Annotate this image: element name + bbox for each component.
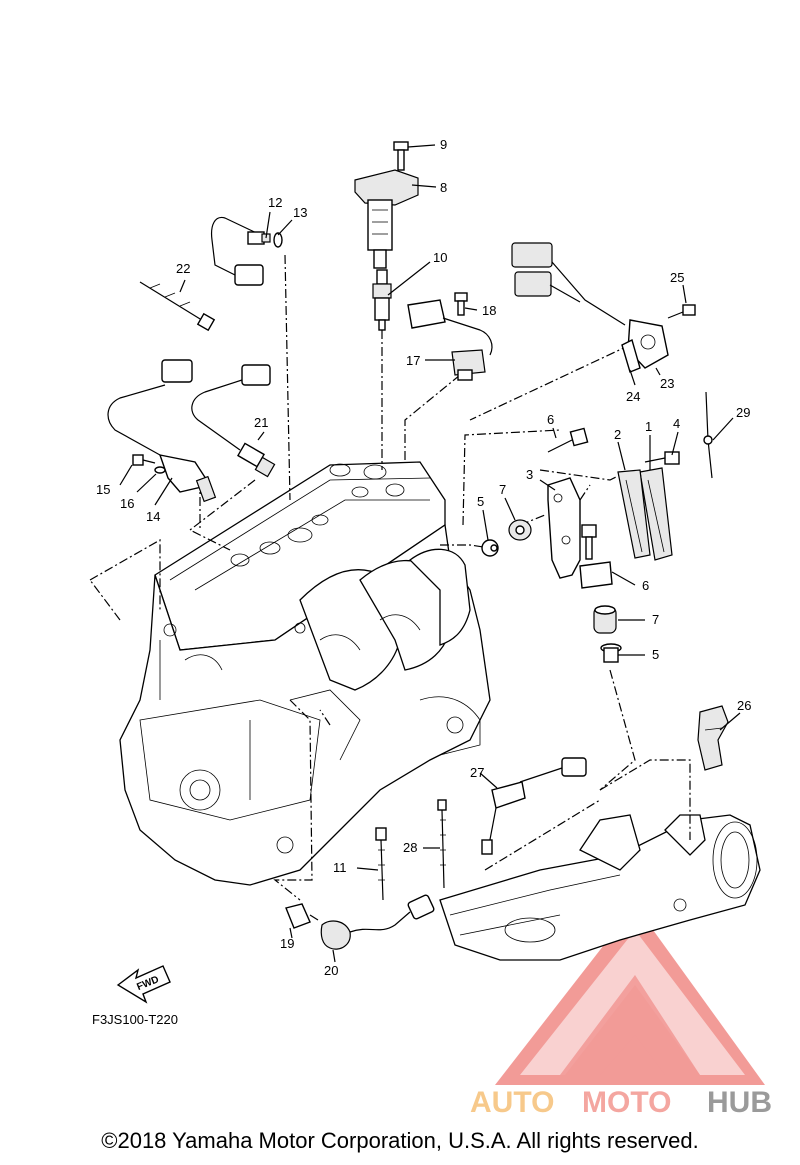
callout-17: 17 — [406, 353, 420, 368]
callout-21: 21 — [254, 415, 268, 430]
part-sensor-17 — [407, 299, 493, 381]
part-plate-2 — [617, 469, 651, 559]
callout-20: 20 — [324, 963, 338, 978]
callout-28: 28 — [403, 840, 417, 855]
callout-labels: 9 8 10 12 13 22 18 17 21 15 16 14 25 23 … — [96, 137, 751, 978]
callout-25: 25 — [670, 270, 684, 285]
callout-26: 26 — [737, 698, 751, 713]
callout-8: 8 — [440, 180, 447, 195]
callout-3: 3 — [526, 467, 533, 482]
callout-27: 27 — [470, 765, 484, 780]
fwd-arrow-icon: FWD — [116, 965, 171, 1004]
part-sensor-14 — [107, 359, 217, 503]
figure-code: F3JS100-T220 — [92, 1012, 178, 1027]
part-bolt-25 — [667, 304, 696, 319]
callout-5-lower: 5 — [652, 647, 659, 662]
watermark-auto: AUTO — [470, 1086, 554, 1119]
watermark-moto: MOTO — [582, 1086, 671, 1119]
callout-1: 1 — [645, 419, 652, 434]
part-tie-29 — [703, 391, 713, 479]
part-bolt-9 — [393, 141, 409, 171]
part-plate-1 — [639, 467, 673, 561]
callout-15: 15 — [96, 482, 110, 497]
callout-9: 9 — [440, 137, 447, 152]
watermark-text: AUTO MOTO HUB — [470, 1086, 772, 1119]
callout-18: 18 — [482, 303, 496, 318]
callout-19: 19 — [280, 936, 294, 951]
callout-6-upper: 6 — [547, 412, 554, 427]
watermark-hub: HUB — [707, 1086, 772, 1119]
callout-7-lower: 7 — [652, 612, 659, 627]
parts — [107, 141, 729, 950]
part-cable-tie-11 — [375, 827, 387, 901]
callout-2: 2 — [614, 427, 621, 442]
callout-23: 23 — [660, 376, 674, 391]
callout-29: 29 — [736, 405, 750, 420]
callout-24: 24 — [626, 389, 640, 404]
callout-14: 14 — [146, 509, 160, 524]
part-bolt-18 — [454, 292, 468, 316]
part-harness-23 — [511, 242, 669, 369]
part-sensor-19 — [285, 903, 319, 929]
part-washer-16 — [154, 466, 166, 474]
callout-16: 16 — [120, 496, 134, 511]
callout-10: 10 — [433, 250, 447, 265]
callout-7-upper: 7 — [499, 482, 506, 497]
callout-12: 12 — [268, 195, 282, 210]
copyright-notice: ©2018 Yamaha Motor Corporation, U.S.A. A… — [101, 1128, 699, 1153]
part-stud-22 — [139, 281, 216, 332]
part-gasket-24 — [621, 338, 641, 373]
part-grommet-7-lower — [593, 605, 617, 634]
leader-lines — [89, 254, 691, 901]
part-bolt-15 — [132, 454, 156, 466]
part-gasket-13 — [273, 232, 283, 248]
part-bolt-6-lower — [579, 524, 613, 589]
callout-5-upper: 5 — [477, 494, 484, 509]
callout-13: 13 — [293, 205, 307, 220]
callout-22: 22 — [176, 261, 190, 276]
callout-6-lower: 6 — [642, 578, 649, 593]
part-bolt-6-upper — [547, 427, 589, 453]
part-sensor-12 — [210, 216, 271, 286]
part-sensor-21 — [191, 364, 276, 478]
callout-11: 11 — [333, 860, 347, 875]
watermark-logo — [495, 905, 765, 1085]
engine-block — [119, 461, 491, 886]
part-collar-5-upper — [481, 539, 499, 557]
callout-4: 4 — [673, 416, 680, 431]
callout-leaders — [119, 144, 741, 963]
part-bracket-3 — [547, 477, 581, 579]
part-ignition-coil-8 — [354, 169, 419, 269]
part-sensor-20 — [320, 894, 435, 950]
part-grommet-7-upper — [508, 519, 532, 541]
exhaust-assembly — [439, 814, 761, 961]
part-spark-plug-10 — [372, 269, 392, 331]
part-sensor-27 — [481, 757, 587, 855]
part-cable-tie-28 — [437, 799, 447, 889]
part-collar-5-lower — [600, 643, 622, 663]
part-clip-26 — [697, 705, 729, 771]
part-bolt-4 — [644, 451, 680, 465]
